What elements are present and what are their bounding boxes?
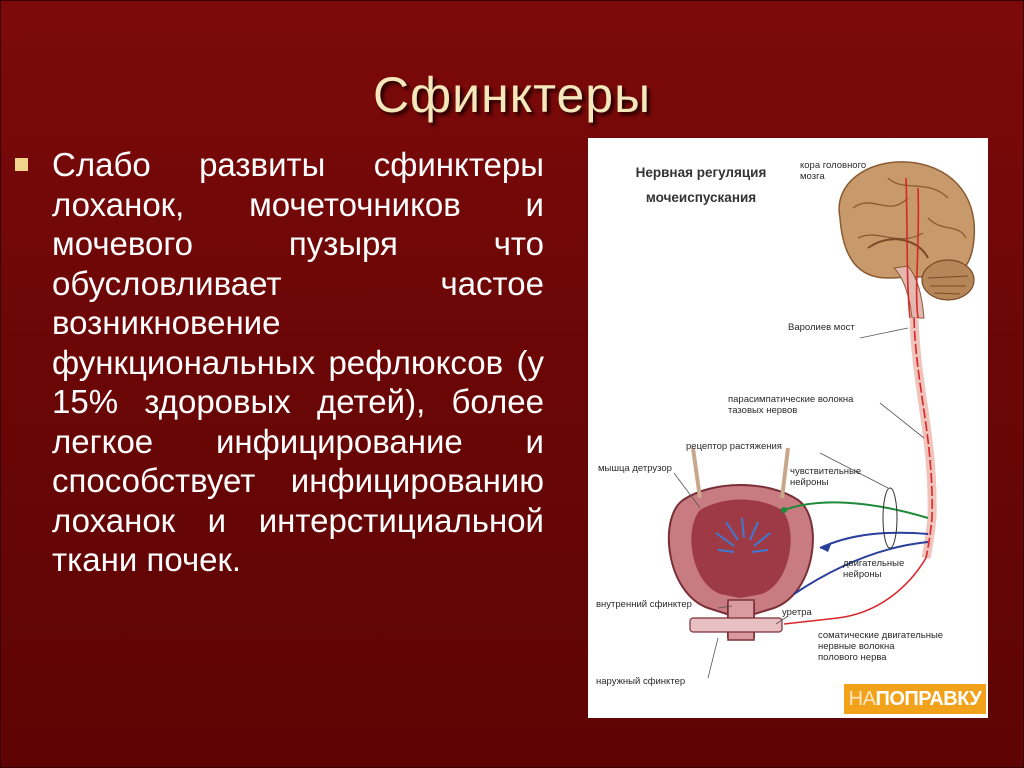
label-somatic-fibers: соматические двигательные нервные волокн… (818, 630, 944, 663)
label-cortex: кора головного мозга (800, 160, 867, 182)
diagram-title: Нервная регуляция мочеиспускания (635, 165, 767, 205)
urination-regulation-diagram: Нервная регуляция мочеиспускания кора го… (588, 138, 988, 718)
slide-body-text: Слабо развиты сфинктеры лоханок, мочеточ… (52, 146, 544, 578)
label-internal-sphincter: внутренний сфинктер (596, 599, 692, 610)
label-parasympathetic-fibers: парасимпатические волокна тазовых нервов (728, 394, 854, 416)
label-pons: Варолиев мост (788, 322, 855, 333)
label-sensory-neurons: чувствительные нейроны (790, 466, 862, 488)
label-urethra: уретра (782, 607, 812, 618)
diagram-illustration (667, 161, 976, 679)
label-motor-neurons: двигательные нейроны (843, 558, 905, 580)
label-stretch-receptor: рецептор растяжения (686, 441, 782, 452)
slide-title: Сфинктеры (372, 67, 652, 123)
naporavku-logo: НАПОПРАВКУ (844, 684, 986, 714)
bladder-illustration (667, 447, 814, 641)
label-external-sphincter: наружный сфинктер (596, 676, 686, 687)
bullet-marker (15, 158, 28, 171)
label-detrusor: мышца детрузор (598, 463, 672, 474)
